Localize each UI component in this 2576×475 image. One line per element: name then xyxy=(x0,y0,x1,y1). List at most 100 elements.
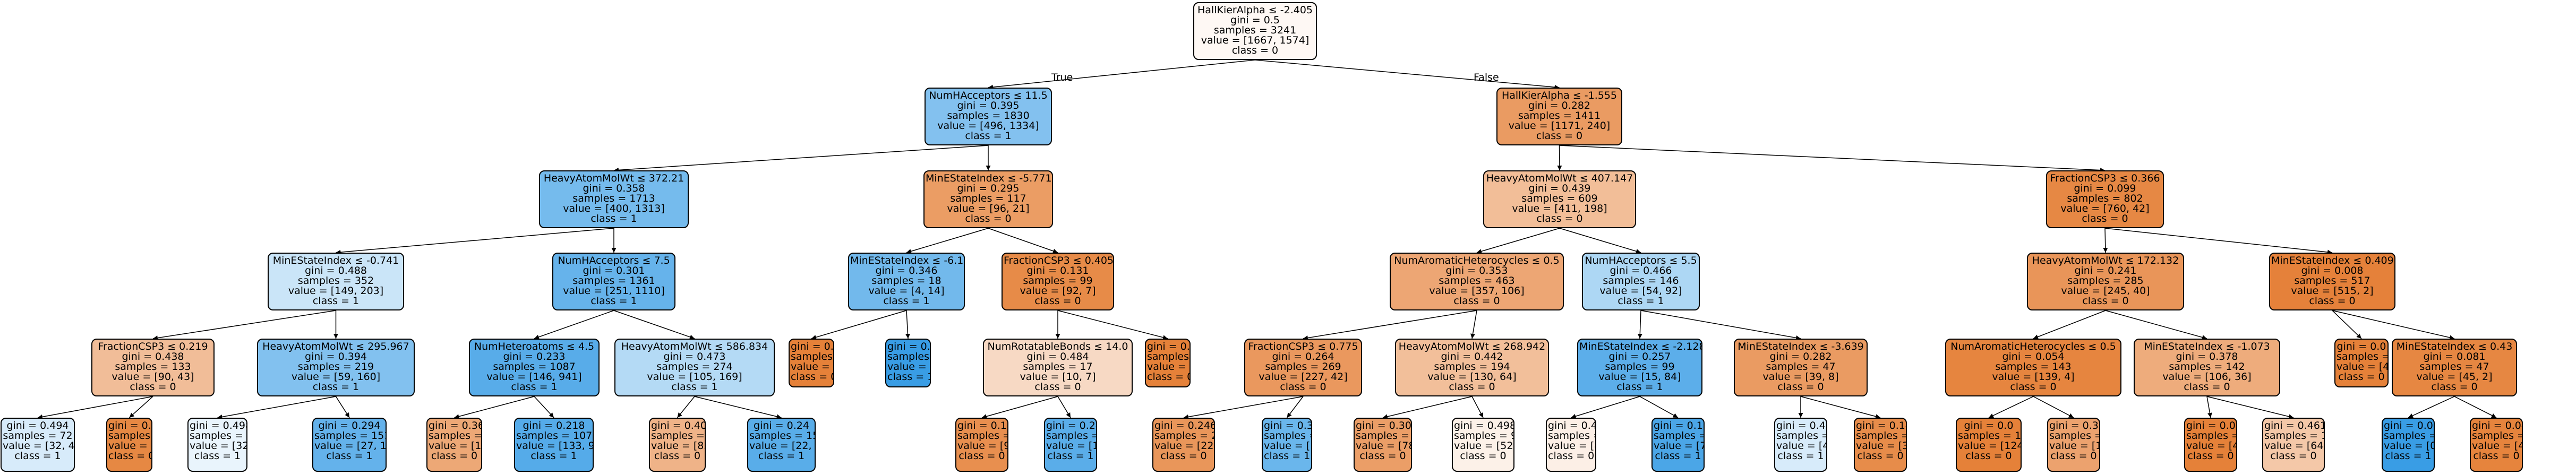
node-text-line: samples = 46 xyxy=(2472,430,2522,442)
node-text-line: samples = 4 xyxy=(791,351,833,362)
node-text-line: NumAromaticHeterocycles ≤ 0.5 xyxy=(1950,341,2116,352)
node-text-line: gini = 0.0 xyxy=(1964,420,2014,431)
node-text-line: gini = 0.0 xyxy=(791,341,834,352)
node-text-line: gini = 0.36 xyxy=(429,420,482,431)
node-text-line: gini = 0.438 xyxy=(122,351,184,362)
node-text-line: value = [1667, 1574] xyxy=(1201,34,1310,46)
node-text-line: value = [139, 4] xyxy=(1992,371,2075,383)
node-text-line: class = 0 xyxy=(1147,371,1191,383)
tree-edge xyxy=(336,228,614,255)
node-text-line: class = 0 xyxy=(2184,381,2230,393)
tree-edge xyxy=(1571,396,1640,419)
tree-node-leaf: gini = 0.407samples = 116value = [83, 33… xyxy=(649,418,706,472)
node-text-line: value = [0, 1] xyxy=(2384,440,2434,452)
node-text-line: samples = 143 xyxy=(1995,361,2072,373)
node-text-line: MinEStateIndex ≤ -6.115 xyxy=(850,255,965,266)
node-text-line: samples = 19 xyxy=(2049,430,2099,442)
tree-edge xyxy=(1470,310,1477,339)
node-text-line: value = [82, 0] xyxy=(1147,361,1189,373)
node-text-line: NumHeteroatoms ≤ 4.5 xyxy=(474,341,595,352)
tree-edge xyxy=(906,228,989,254)
node-text-line: gini = 0.332 xyxy=(2049,420,2099,431)
node-text-line: samples = 68 xyxy=(190,430,246,442)
node-text-line: samples = 146 xyxy=(1603,275,1679,287)
node-text-line: class = 0 xyxy=(965,213,1012,224)
node-text-line: value = [7, 77] xyxy=(1654,440,1704,452)
node-text-line: MinEStateIndex ≤ -3.639 xyxy=(1738,341,1864,352)
node-text-line: value = [64, 36] xyxy=(2264,440,2325,452)
node-text-line: class = 0 xyxy=(791,371,834,383)
node-text-line: class = 0 xyxy=(1034,381,1081,393)
node-text-line: class = 0 xyxy=(431,450,478,462)
tree-edge xyxy=(1303,310,1477,341)
edge-label-true: True xyxy=(1051,72,1073,83)
tree-edge xyxy=(152,310,336,341)
node-text-line: class = 0 xyxy=(1034,295,1081,307)
node-text-line: value = [83, 33] xyxy=(651,440,705,452)
node-text-line: HallKierAlpha ≤ -1.555 xyxy=(1502,90,1617,101)
node-text-line: class = 1 xyxy=(1047,450,1094,462)
node-text-line: class = 0 xyxy=(1857,450,1904,462)
node-text-line: value = [42, 0] xyxy=(2186,440,2236,452)
node-text-line: value = [59, 160] xyxy=(291,371,381,383)
node-text-line: class = 0 xyxy=(2010,381,2057,393)
tree-edge xyxy=(1988,396,2034,418)
node-text-line: class = 1 xyxy=(2385,450,2432,462)
node-text-line: HeavyAtomMolWt ≤ 295.967 xyxy=(262,341,409,352)
node-text-line: value = [45, 2] xyxy=(2416,371,2493,383)
node-text-line: class = 0 xyxy=(1460,450,1507,462)
tree-edge xyxy=(613,145,989,172)
node-text-line: gini = 0.461 xyxy=(2264,420,2325,431)
node-text-line: gini = 0.0 xyxy=(2337,341,2386,352)
node-text-line: value = [515, 2] xyxy=(2291,285,2374,297)
node-text-line: gini = 0.257 xyxy=(1608,351,1671,362)
tree-edge xyxy=(454,396,535,419)
node-text-line: class = 1 xyxy=(887,371,931,383)
node-text-line: gini = 0.494 xyxy=(6,420,69,431)
node-text-line: class = 1 xyxy=(14,450,61,462)
node-text-line: samples = 274 xyxy=(656,361,733,373)
tree-edge xyxy=(2454,396,2497,418)
node-text-line: class = 1 xyxy=(1618,295,1664,307)
node-text-line: HeavyAtomMolWt ≤ 172.132 xyxy=(2032,255,2179,266)
node-text-line: gini = 0.378 xyxy=(2176,351,2238,362)
node-text-line: value = [227, 42] xyxy=(1259,371,1348,383)
node-text-line: gini = 0.131 xyxy=(1026,265,1089,277)
node-text-line: class = 1 xyxy=(883,295,930,307)
node-text-line: gini = 0.054 xyxy=(2002,351,2065,362)
node-text-line: class = 1 xyxy=(530,450,577,462)
node-text-line: value = [45, 1] xyxy=(2472,440,2522,452)
tree-edge xyxy=(2105,310,2207,340)
tree-edge xyxy=(1471,396,1484,418)
node-text-line: class = 0 xyxy=(2431,381,2478,393)
node-text-line: class = 0 xyxy=(1359,450,1406,462)
node-text-line: class = 1 xyxy=(590,213,637,224)
tree-edge xyxy=(2206,396,2212,418)
node-text-line: value = [4, 5] xyxy=(1776,440,1826,452)
node-text-line: gini = 0.498 xyxy=(1454,420,1514,431)
node-text-line: class = 0 xyxy=(1536,130,1583,142)
node-text-line: samples = 9 xyxy=(1776,430,1826,442)
tree-edge xyxy=(613,310,695,340)
node-text-line: FractionCSP3 ≤ 0.366 xyxy=(2050,172,2160,184)
tree-edge xyxy=(988,59,1255,90)
edge-label-false: False xyxy=(1474,72,1499,83)
node-text-line: class = 0 xyxy=(2309,295,2356,307)
node-text-line: class = 0 xyxy=(1965,450,2012,462)
tree-edge xyxy=(1639,396,1679,418)
node-text-line: class = 1 xyxy=(1655,450,1701,462)
node-text-line: gini = 0.407 xyxy=(651,420,705,431)
